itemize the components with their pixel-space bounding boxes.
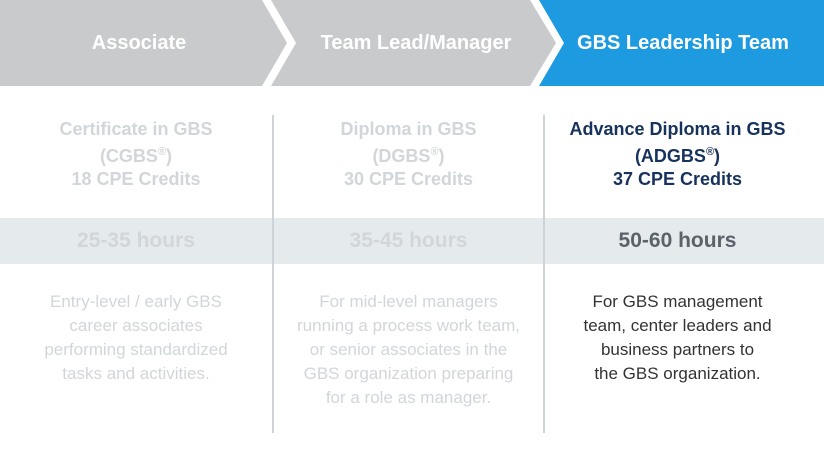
credential-block-team-lead: Diploma in GBS (DGBS®) 30 CPE Credits: [274, 118, 543, 200]
credential-abbr: (ADGBS®): [634, 146, 721, 166]
credential-credits: 30 CPE Credits: [343, 169, 474, 189]
description-team-lead: For mid-level managers running a process…: [274, 290, 543, 410]
description-line: GBS organization preparing: [303, 364, 514, 383]
step-label-associate: Associate: [91, 31, 187, 54]
credential-name: Advance Diploma in GBS: [569, 119, 786, 139]
description-line: tasks and activities.: [62, 364, 210, 383]
step-label-leadership: GBS Leadership Team: [577, 31, 789, 54]
credential-credits: 18 CPE Credits: [71, 169, 201, 189]
description-line: business partners to: [600, 340, 755, 359]
hours-band: [0, 218, 824, 264]
progression-chevrons: [0, 0, 824, 86]
description-line: or senior associates in the: [309, 340, 508, 359]
credential-credits: 37 CPE Credits: [612, 169, 743, 189]
description-line: career associates: [69, 316, 203, 335]
column-divider-2: [543, 115, 545, 433]
credential-block-associate: Certificate in GBS (CGBS®) 18 CPE Credit…: [0, 118, 272, 200]
description-line: Entry-level / early GBS: [50, 292, 222, 311]
description-line: For GBS management: [592, 292, 763, 311]
step-label-team-lead: Team Lead/Manager: [320, 31, 512, 54]
hours-associate: 25-35 hours: [77, 229, 195, 252]
description-line: performing standardized: [44, 340, 228, 359]
description-line: the GBS organization.: [594, 364, 761, 383]
chevron-leadership: [539, 0, 824, 86]
hours-team-lead: 35-45 hours: [349, 229, 468, 252]
column-divider-1: [272, 115, 274, 433]
description-line: for a role as manager.: [325, 388, 492, 407]
hours-leadership: 50-60 hours: [618, 229, 737, 252]
credential-name: Certificate in GBS: [59, 119, 213, 139]
description-line: For mid-level managers: [319, 292, 498, 311]
description-leadership: For GBS management team, center leaders …: [545, 290, 810, 386]
credential-name: Diploma in GBS: [340, 119, 477, 139]
description-associate: Entry-level / early GBS career associate…: [0, 290, 272, 386]
description-line: team, center leaders and: [583, 316, 772, 335]
description-line: running a process work team,: [297, 316, 520, 335]
credential-abbr: (DGBS®): [372, 146, 445, 166]
chevron-associate: [0, 0, 287, 86]
credential-abbr: (CGBS®): [99, 146, 173, 166]
credential-block-leadership: Advance Diploma in GBS (ADGBS®) 37 CPE C…: [545, 118, 810, 200]
chevron-team-lead: [271, 0, 556, 86]
